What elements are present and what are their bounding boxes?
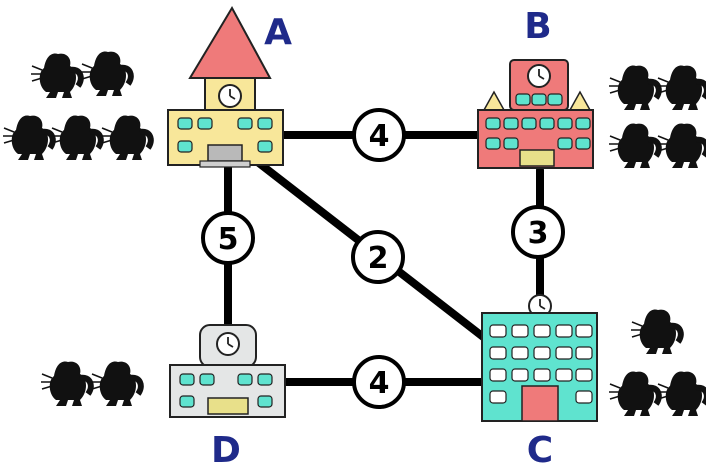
node-label-d: D	[211, 430, 241, 471]
edge-weight-label: 3	[528, 216, 549, 251]
school-building-c	[481, 294, 598, 422]
edge-weight-a-b: 4	[352, 108, 406, 162]
school-building-b	[477, 59, 594, 169]
edge-weight-a-c: 2	[351, 230, 405, 284]
edge-weight-a-d: 5	[201, 211, 255, 265]
edge-weight-b-c: 3	[511, 205, 565, 259]
beavers-c	[609, 310, 706, 416]
edge-weight-label: 4	[369, 366, 390, 401]
node-label-b: B	[524, 6, 551, 47]
beavers-d	[41, 362, 141, 406]
school-building-a	[167, 5, 284, 168]
edge-weight-label: 2	[368, 241, 389, 276]
node-label-a: A	[264, 12, 292, 53]
school-building-d	[169, 324, 286, 418]
beavers-b	[609, 66, 706, 168]
edge-weight-label: 4	[369, 119, 390, 154]
edge-weight-label: 5	[218, 222, 239, 257]
beavers-a	[3, 52, 151, 160]
node-label-c: C	[527, 430, 553, 471]
edge-weight-d-c: 4	[352, 355, 406, 409]
